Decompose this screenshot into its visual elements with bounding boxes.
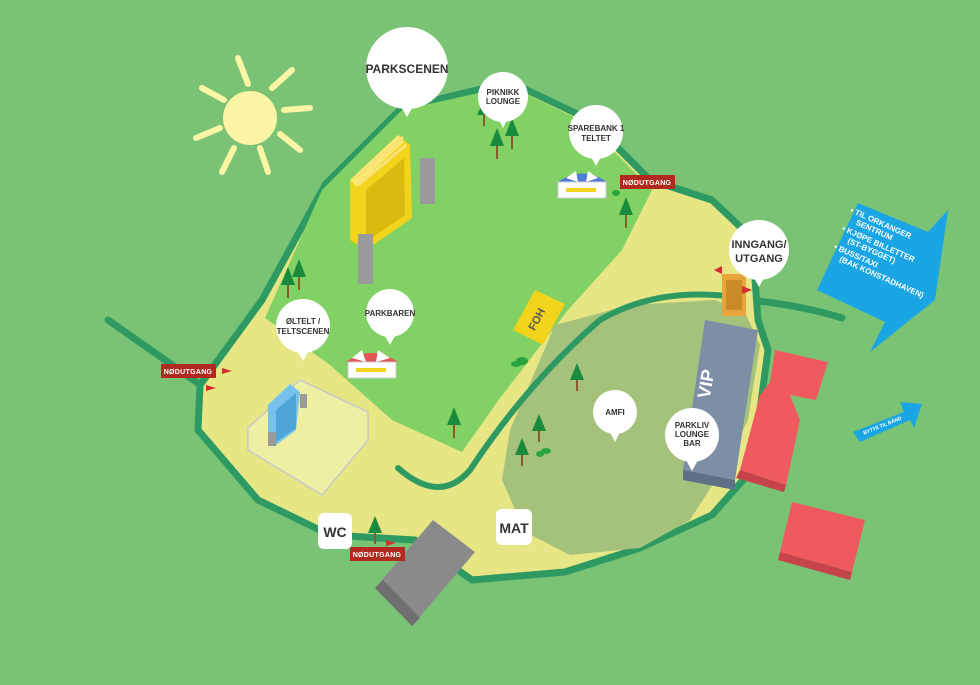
emergency-exit-sign: NØDUTGANG: [620, 175, 675, 189]
wc-marker[interactable]: WC: [318, 513, 352, 549]
inngang-marker[interactable]: INNGANG/ UTGANG: [729, 220, 789, 287]
sparebank-teltet-marker[interactable]: SPAREBANK 1 TELTET: [568, 105, 625, 166]
svg-text:TELTET: TELTET: [581, 134, 611, 143]
parkscenen-marker[interactable]: PARKSCENEN: [365, 27, 449, 117]
sun-icon: [193, 55, 313, 175]
svg-text:NØDUTGANG: NØDUTGANG: [353, 552, 402, 559]
vip-label: VIP: [694, 368, 719, 400]
building-south: [778, 502, 865, 580]
svg-text:PIKNIKK: PIKNIKK: [487, 88, 520, 97]
tent-icon: [557, 171, 607, 199]
svg-text:NØDUTGANG: NØDUTGANG: [623, 180, 672, 187]
svg-text:LOUNGE: LOUNGE: [486, 97, 521, 106]
amfi-marker[interactable]: AMFI: [593, 390, 637, 442]
speaker-icon: [358, 234, 373, 284]
amfi-area: [502, 300, 760, 555]
foh-booth[interactable]: FOH: [513, 290, 565, 345]
oltelt-marker[interactable]: ØLTELT / TELTSCENEN: [276, 299, 330, 361]
gate-icon[interactable]: [714, 266, 752, 316]
oltelt-area[interactable]: [247, 379, 369, 496]
parkbaren-marker[interactable]: PARKBAREN: [365, 289, 416, 345]
direction-arrow-main[interactable]: • TIL ORKANGER SENTRUM • KJØPE BILLETTER…: [817, 203, 948, 352]
parkscenen-label: PARKSCENEN: [365, 62, 448, 76]
svg-text:AMFI: AMFI: [605, 408, 625, 417]
mat-marker[interactable]: MAT: [496, 509, 532, 545]
svg-text:INNGANG/: INNGANG/: [732, 239, 787, 251]
emergency-exit-sign: NØDUTGANG: [350, 547, 405, 561]
svg-text:UTGANG: UTGANG: [735, 253, 783, 265]
flag-icon: [206, 368, 396, 546]
svg-text:MAT: MAT: [499, 520, 529, 536]
svg-text:ØLTELT /: ØLTELT /: [286, 317, 321, 326]
svg-text:LOUNGE: LOUNGE: [675, 430, 710, 439]
svg-text:SPAREBANK 1: SPAREBANK 1: [568, 124, 625, 133]
svg-text:WC: WC: [323, 524, 346, 540]
svg-text:PARKBAREN: PARKBAREN: [365, 309, 416, 318]
emergency-exit-sign: NØDUTGANG: [161, 364, 216, 378]
speaker-icon: [300, 394, 307, 408]
svg-text:NØDUTGANG: NØDUTGANG: [164, 369, 213, 376]
building-main: [736, 350, 828, 492]
svg-text:TELTSCENEN: TELTSCENEN: [277, 327, 330, 336]
parkscenen-stage: [350, 135, 435, 284]
tent-icon: [346, 350, 398, 379]
piknikk-lounge-marker[interactable]: PIKNIKK LOUNGE: [478, 72, 528, 128]
parkliv-lounge-bar-marker[interactable]: PARKLIV LOUNGE BAR: [665, 408, 719, 471]
speaker-icon: [420, 158, 435, 204]
svg-text:PARKLIV: PARKLIV: [675, 421, 710, 430]
inner-path: [395, 291, 745, 490]
svg-text:BAR: BAR: [683, 439, 701, 448]
speaker-icon: [268, 432, 276, 446]
